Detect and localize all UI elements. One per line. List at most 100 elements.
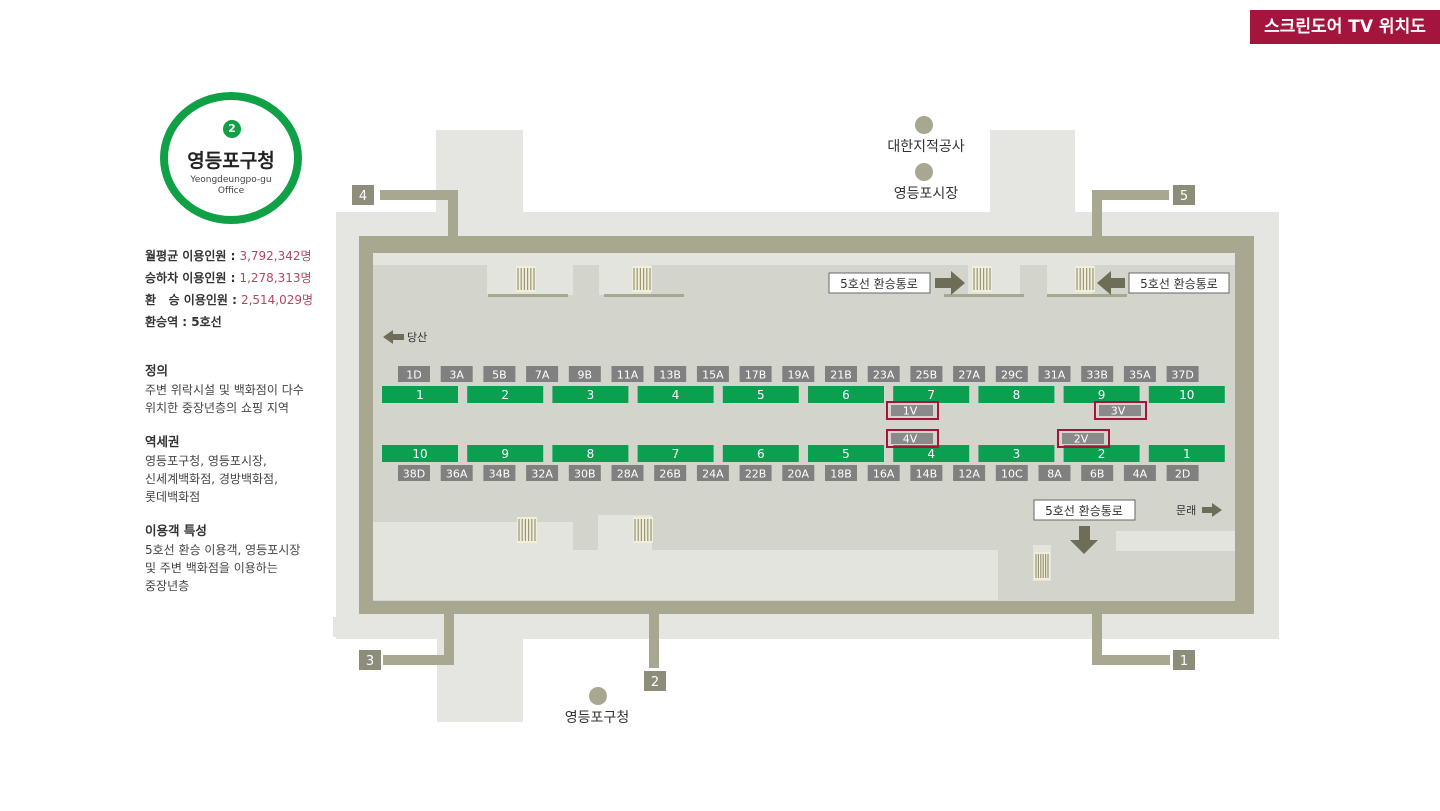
- door-code-label: 26B: [659, 468, 681, 481]
- car-number: 7: [927, 388, 935, 402]
- station-name: 영등포구청: [187, 150, 275, 172]
- door-code-label: 24A: [702, 468, 724, 481]
- car-box: [637, 386, 714, 403]
- door-code: 35A: [1123, 366, 1156, 382]
- car-number: 7: [672, 447, 680, 461]
- door-code: 30B: [568, 465, 601, 481]
- train-car: 7: [893, 386, 970, 403]
- car-number: 3: [587, 388, 595, 402]
- staircase-icon: [488, 266, 568, 297]
- info-area: 역세권 영등포구청, 영등포시장, 신세계백화점, 경방백화점, 롯데백화점: [145, 433, 345, 506]
- door-code-box: [696, 465, 729, 481]
- car-box: [722, 445, 799, 462]
- tv-marker-frame: [886, 429, 939, 448]
- door-code: 9B: [568, 366, 601, 382]
- door-code: 24A: [696, 465, 729, 481]
- door-code-label: 9B: [578, 369, 593, 382]
- door-code-label: 8A: [1047, 468, 1062, 481]
- door-code-box: [1166, 465, 1199, 481]
- door-code: 12A: [953, 465, 986, 481]
- car-number: 2: [501, 388, 509, 402]
- door-code: 5B: [483, 366, 516, 382]
- train-car: 3: [552, 386, 629, 403]
- door-code-label: 22B: [745, 468, 767, 481]
- train-car: 3: [978, 445, 1055, 462]
- car-number: 1: [1183, 447, 1191, 461]
- door-code: 38D: [398, 465, 430, 481]
- exit-number: 2: [651, 675, 659, 690]
- car-box: [978, 445, 1055, 462]
- stair-bg: [1075, 266, 1095, 292]
- exit-number: 4: [359, 189, 367, 204]
- info-line: 5호선 환승 이용객, 영등포시장: [145, 543, 301, 557]
- tv-marker: 2V: [1057, 429, 1110, 448]
- door-code-box: [1038, 366, 1071, 382]
- stat-value: 1,278,313명: [239, 271, 312, 285]
- door-code-box: [867, 465, 900, 481]
- door-code-box: [867, 366, 900, 382]
- door-code-box: [953, 366, 986, 382]
- train-car: 9: [467, 445, 544, 462]
- train-car: 9: [1063, 386, 1140, 403]
- stair-bg: [972, 266, 992, 292]
- tv-marker-frame: [886, 401, 939, 420]
- stat-row: 환 승 이용인원 :2,514,029명: [145, 289, 313, 311]
- car-box: [1063, 445, 1140, 462]
- door-code: 21B: [825, 366, 857, 382]
- staircase-icon: [604, 266, 684, 297]
- door-code: 1D: [398, 366, 430, 382]
- car-number: 6: [842, 388, 850, 402]
- car-box: [893, 386, 970, 403]
- stair-rail: [944, 294, 1024, 297]
- train-car: 6: [722, 445, 799, 462]
- transfer-label-box: [828, 272, 931, 294]
- car-box: [382, 445, 458, 462]
- door-code-box: [611, 366, 644, 382]
- car-box: [1148, 386, 1225, 403]
- door-code: 27A: [953, 366, 986, 382]
- door-code-box: [825, 366, 857, 382]
- train-car: 8: [978, 386, 1055, 403]
- exit-number: 3: [366, 654, 374, 669]
- tv-marker-label: 4V: [903, 433, 918, 446]
- car-number: 8: [1013, 388, 1021, 402]
- door-code-box: [483, 366, 516, 382]
- landmark-label: 영등포시장: [894, 186, 959, 202]
- door-code: 22B: [739, 465, 772, 481]
- stair-rail: [488, 294, 568, 297]
- door-code: 14B: [910, 465, 943, 481]
- station-logo: 2 영등포구청 Yeongdeungpo-gu Office: [160, 92, 302, 224]
- door-code-label: 10C: [1001, 468, 1023, 481]
- door-code: 4A: [1123, 465, 1156, 481]
- door-code-label: 21B: [830, 369, 852, 382]
- door-code-box: [483, 465, 516, 481]
- car-number: 3: [1013, 447, 1021, 461]
- car-number: 10: [412, 447, 427, 461]
- arrow-left-icon: [383, 330, 404, 344]
- door-code: 18B: [825, 465, 857, 481]
- staircase-icon: [944, 266, 1024, 297]
- stat-row: 승하차 이용인원 :1,278,313명: [145, 267, 313, 289]
- door-code-label: 28A: [617, 468, 639, 481]
- car-number: 6: [757, 447, 765, 461]
- exit-1-badge: 1: [1173, 650, 1195, 670]
- door-code-box: [526, 366, 559, 382]
- door-code: 13B: [654, 366, 687, 382]
- door-code-box: [611, 465, 644, 481]
- stair-bg: [516, 266, 536, 292]
- door-code-label: 38D: [403, 468, 425, 481]
- train-car: 1: [382, 386, 458, 403]
- door-code-box: [1123, 465, 1156, 481]
- train-car: 2: [1063, 445, 1140, 462]
- exit-number: 1: [1180, 654, 1188, 669]
- door-code-label: 37D: [1171, 369, 1193, 382]
- stair-rail: [604, 294, 684, 297]
- car-box: [893, 445, 970, 462]
- door-code-box: [739, 366, 772, 382]
- landmark-dot: [589, 687, 607, 705]
